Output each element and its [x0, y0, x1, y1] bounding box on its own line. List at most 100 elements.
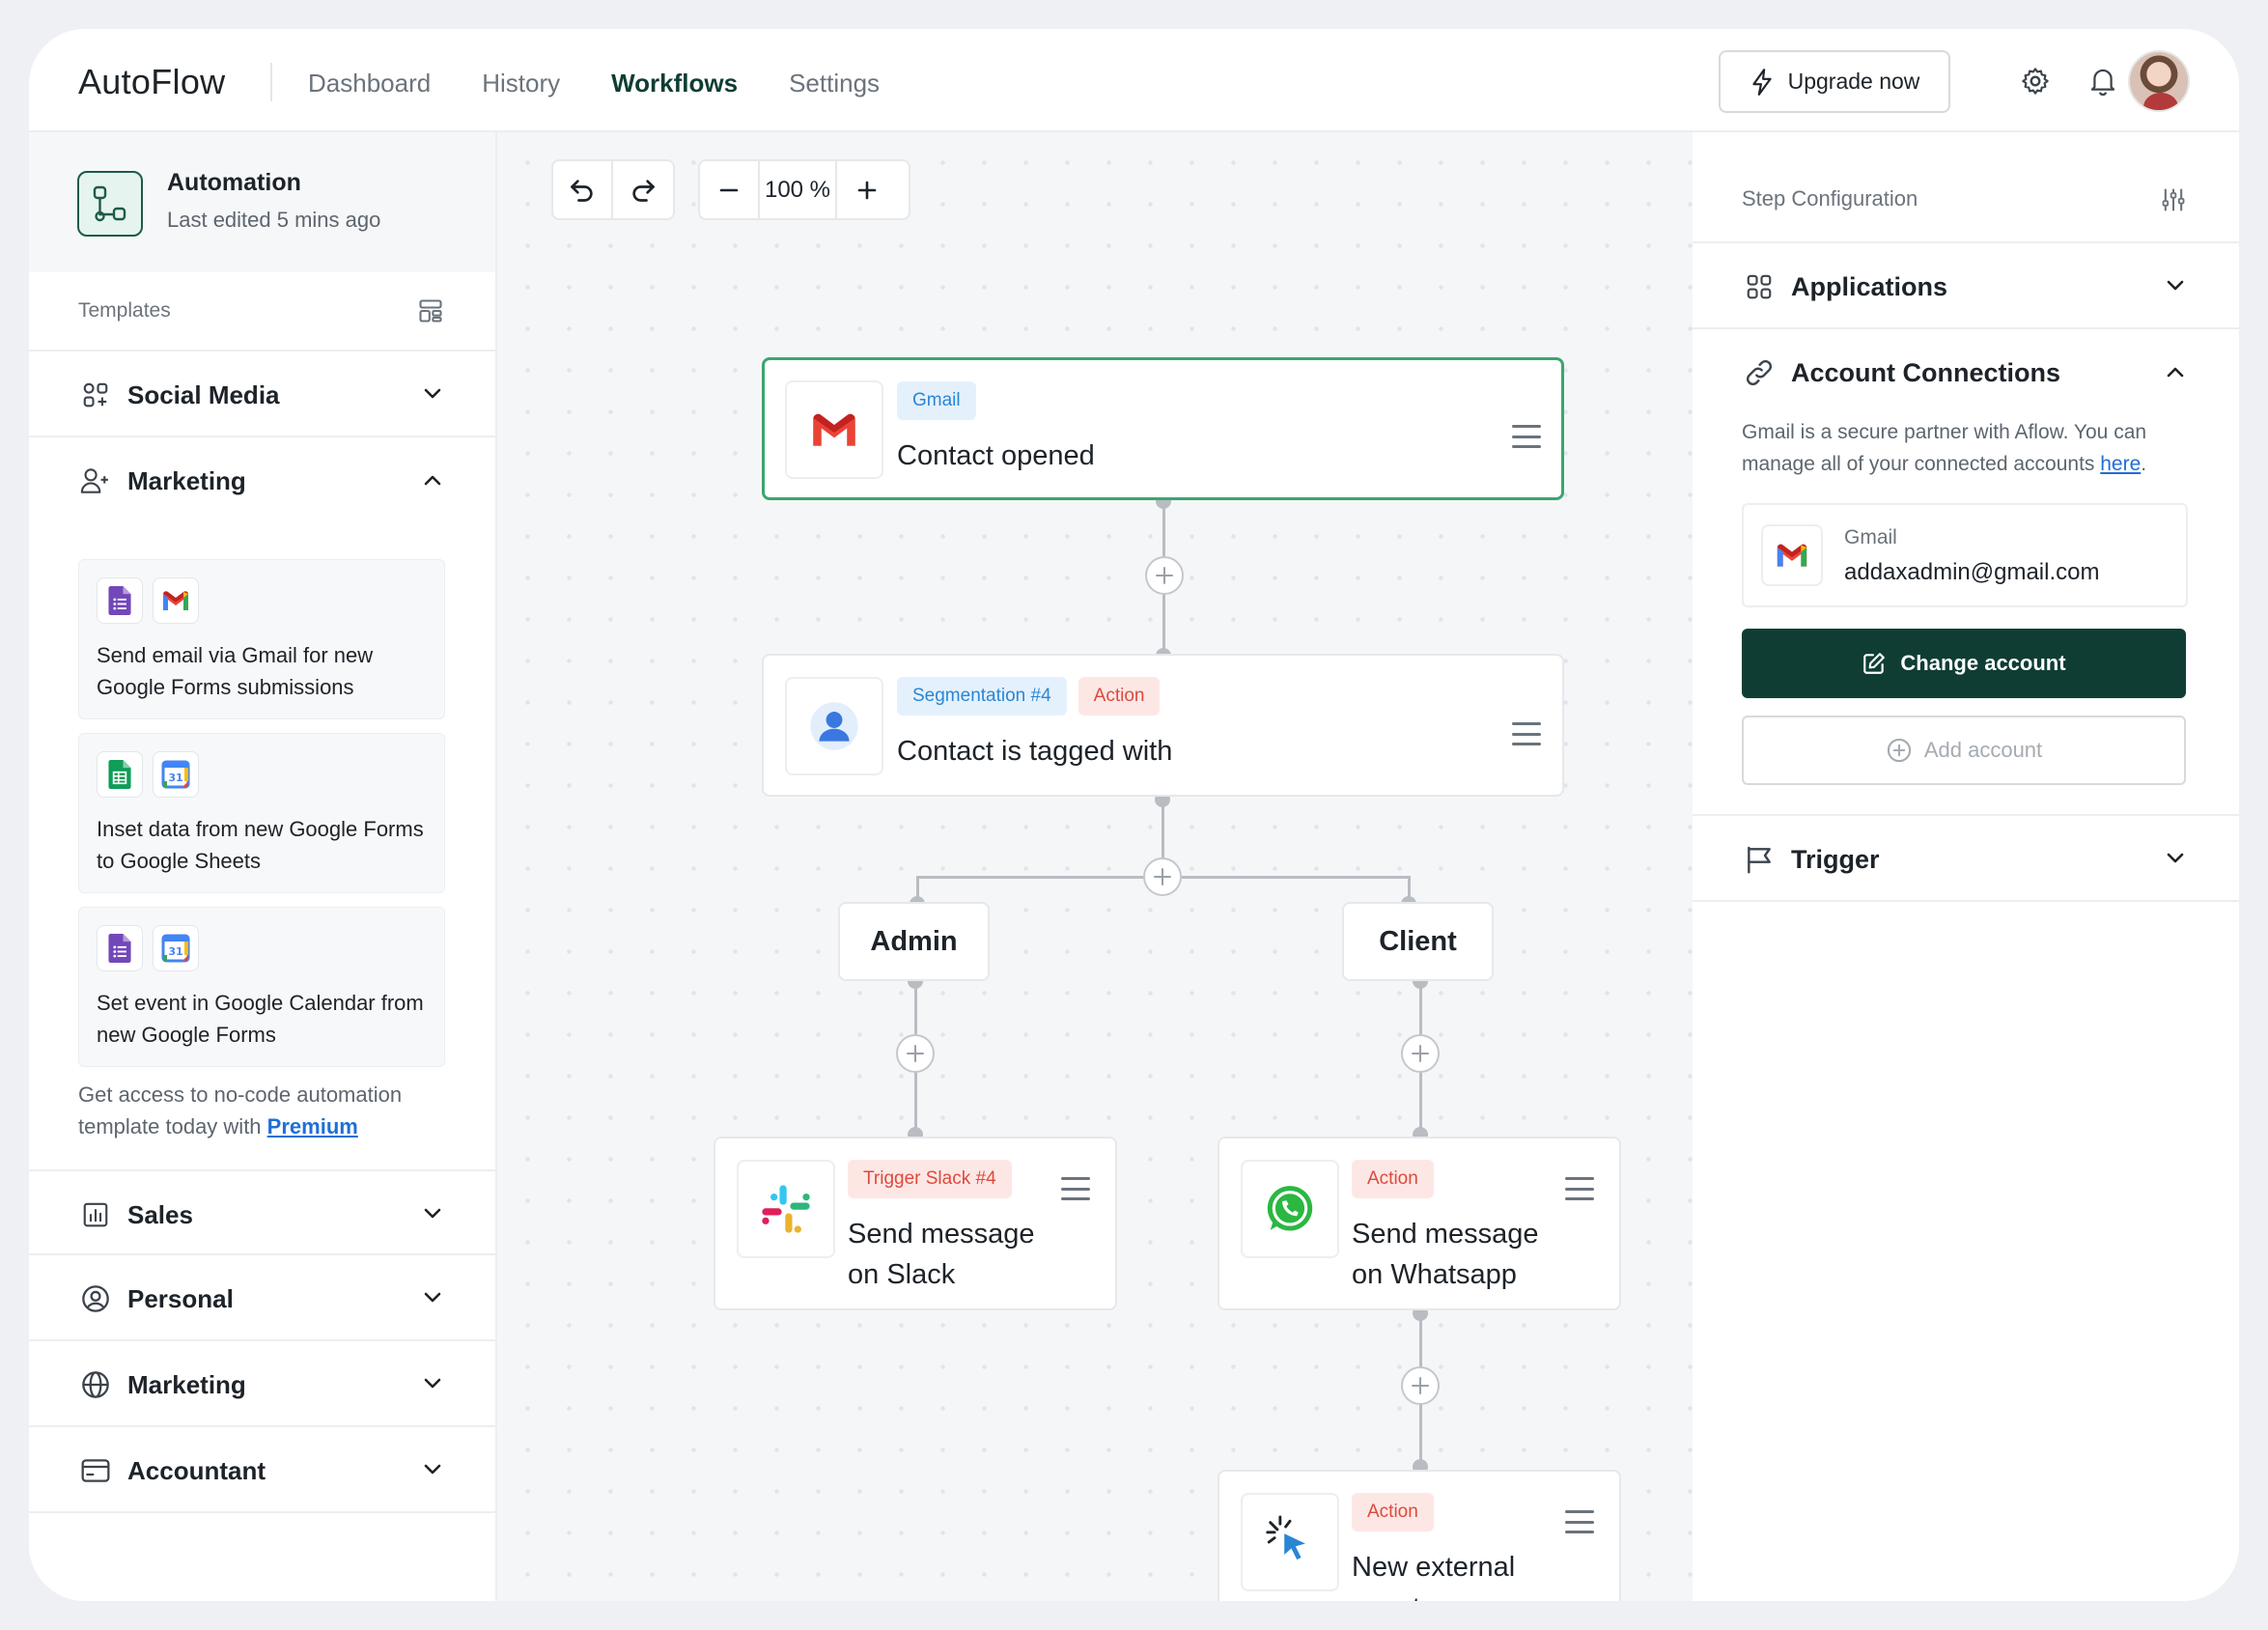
- connector-line: [1162, 799, 1164, 868]
- template-card[interactable]: 31 Inset data from new Google Forms to G…: [78, 733, 445, 893]
- section-trigger[interactable]: Trigger: [1693, 816, 2239, 902]
- logo-divider: [270, 63, 272, 101]
- section-label: Applications: [1791, 272, 1948, 301]
- chevron-down-icon[interactable]: [419, 1456, 446, 1483]
- chevron-down-icon[interactable]: [419, 380, 446, 408]
- section-marketing-2[interactable]: Marketing: [29, 1341, 495, 1427]
- node-title: Contact opened: [897, 440, 1095, 471]
- layout-template-icon[interactable]: [417, 297, 444, 329]
- notification-bell-icon[interactable]: [2086, 64, 2120, 98]
- section-applications[interactable]: Applications: [1693, 243, 2239, 329]
- chevron-down-icon[interactable]: [419, 1284, 446, 1311]
- node-gmail-trigger[interactable]: Gmail Contact opened: [762, 357, 1564, 500]
- sliders-icon[interactable]: [2160, 186, 2187, 218]
- zoom-in-icon[interactable]: [837, 161, 897, 218]
- change-account-button[interactable]: Change account: [1742, 629, 2186, 698]
- node-title: Contact is tagged with: [897, 736, 1173, 767]
- redo-icon[interactable]: [613, 161, 673, 218]
- plus-circle-icon: [1887, 738, 1911, 763]
- chevron-up-icon[interactable]: [419, 466, 446, 493]
- hamburger-menu-icon[interactable]: [1512, 722, 1541, 745]
- hamburger-menu-icon[interactable]: [1061, 1177, 1090, 1200]
- section-marketing[interactable]: Marketing: [29, 437, 495, 523]
- hamburger-menu-icon[interactable]: [1565, 1177, 1594, 1200]
- zoom-level[interactable]: 100 %: [760, 161, 837, 218]
- section-label: Accountant: [127, 1456, 266, 1485]
- user-circle-icon: [79, 1282, 112, 1315]
- add-step-plus-icon[interactable]: [896, 1034, 935, 1073]
- templates-header: Templates: [29, 272, 495, 351]
- zoom-out-icon[interactable]: [700, 161, 760, 218]
- nav-workflows[interactable]: Workflows: [611, 69, 739, 98]
- undo-icon[interactable]: [553, 161, 613, 218]
- premium-link[interactable]: Premium: [266, 1114, 358, 1138]
- change-account-label: Change account: [1900, 651, 2066, 675]
- section-sales[interactable]: Sales: [29, 1169, 495, 1255]
- nav-history[interactable]: History: [482, 69, 561, 98]
- add-step-plus-icon[interactable]: [1401, 1366, 1440, 1405]
- connector-line: [916, 876, 919, 913]
- grid-icon: [79, 379, 112, 411]
- user-plus-icon: [79, 464, 112, 497]
- chevron-down-icon[interactable]: [2162, 272, 2189, 299]
- section-personal[interactable]: Personal: [29, 1255, 495, 1341]
- section-label: Sales: [127, 1200, 193, 1229]
- add-account-button[interactable]: Add account: [1742, 716, 2186, 785]
- chevron-down-icon[interactable]: [419, 1370, 446, 1397]
- top-bar: AutoFlow Dashboard History Workflows Set…: [29, 29, 2239, 132]
- add-branch-plus-icon[interactable]: [1143, 857, 1182, 896]
- slack-icon: [737, 1160, 835, 1258]
- section-social-media[interactable]: Social Media: [29, 351, 495, 437]
- nav-dashboard[interactable]: Dashboard: [308, 69, 432, 98]
- node-title-line2: on Whatsapp: [1352, 1259, 1517, 1290]
- automation-title: Automation: [167, 169, 301, 196]
- branch-admin[interactable]: Admin: [838, 902, 990, 981]
- workflow-canvas[interactable]: 100 %: [497, 132, 1693, 1601]
- upgrade-button[interactable]: Upgrade now: [1719, 50, 1950, 113]
- step-config-title: Step Configuration: [1742, 186, 1918, 211]
- node-tag: Action: [1352, 1160, 1434, 1198]
- settings-gear-icon[interactable]: [2018, 64, 2053, 98]
- chevron-down-icon[interactable]: [2162, 845, 2189, 872]
- section-label[interactable]: Account Connections: [1791, 358, 2061, 387]
- add-step-plus-icon[interactable]: [1145, 556, 1184, 595]
- template-text: Set event in Google Calendar from new Go…: [97, 991, 424, 1047]
- whatsapp-icon: [1241, 1160, 1339, 1258]
- premium-note: Get access to no-code automation templat…: [78, 1079, 464, 1142]
- node-tag: Gmail: [897, 381, 976, 420]
- node-segmentation[interactable]: Segmentation #4 Action Contact is tagged…: [762, 654, 1564, 797]
- template-text: Inset data from new Google Forms to Goog…: [97, 817, 424, 873]
- user-avatar[interactable]: [2128, 50, 2190, 112]
- google-forms-icon: [97, 577, 143, 624]
- bar-chart-icon: [79, 1198, 112, 1231]
- automation-subtitle: Last edited 5 mins ago: [167, 208, 381, 232]
- app-logo[interactable]: AutoFlow: [78, 62, 226, 101]
- add-step-plus-icon[interactable]: [1401, 1034, 1440, 1073]
- branch-client[interactable]: Client: [1342, 902, 1494, 981]
- edit-icon: [1863, 653, 1886, 674]
- node-external-event[interactable]: Action New external event: [1218, 1470, 1621, 1601]
- google-calendar-icon: 31: [153, 751, 199, 798]
- node-slack[interactable]: Trigger Slack #4 Send message on Slack: [714, 1137, 1117, 1310]
- template-card[interactable]: 31 Set event in Google Calendar from new…: [78, 907, 445, 1067]
- account-service: Gmail: [1844, 526, 1897, 548]
- section-label: Personal: [127, 1284, 234, 1313]
- card-icon: [79, 1454, 112, 1487]
- section-accountant[interactable]: Accountant: [29, 1427, 495, 1513]
- chevron-up-icon[interactable]: [2162, 358, 2189, 385]
- node-tag: Action: [1078, 677, 1161, 716]
- template-card[interactable]: Send email via Gmail for new Google Form…: [78, 559, 445, 719]
- hamburger-menu-icon[interactable]: [1565, 1510, 1594, 1533]
- manage-accounts-link[interactable]: here: [2100, 453, 2142, 475]
- hamburger-menu-icon[interactable]: [1512, 425, 1541, 448]
- step-config-header: Step Configuration: [1693, 132, 2239, 243]
- premium-note-text: Get access to no-code automation templat…: [78, 1082, 403, 1138]
- nav-settings[interactable]: Settings: [789, 69, 881, 98]
- step-config-panel: Step Configuration Applications Account …: [1693, 132, 2239, 1601]
- main-nav: Dashboard History Workflows Settings: [308, 69, 880, 98]
- node-whatsapp[interactable]: Action Send message on Whatsapp: [1218, 1137, 1621, 1310]
- node-title-line1: New external: [1352, 1552, 1516, 1583]
- node-title-line2: on Slack: [848, 1259, 956, 1290]
- chevron-down-icon[interactable]: [419, 1200, 446, 1227]
- connected-account-card[interactable]: Gmail addaxadmin@gmail.com: [1742, 503, 2188, 607]
